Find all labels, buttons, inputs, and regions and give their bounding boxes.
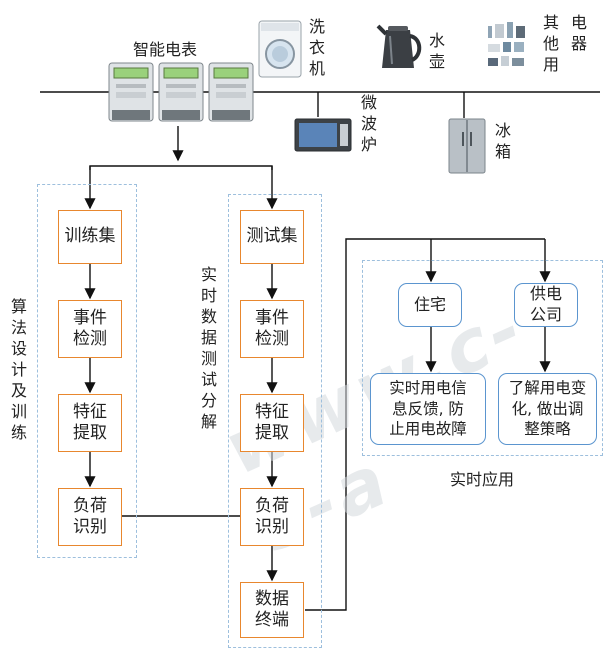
microwave-icon — [294, 118, 352, 152]
company-detail-box: 了解用电变 化, 做出调 整策略 — [498, 373, 597, 445]
kettle-icon — [376, 24, 422, 68]
kettle-label: 水 壶 — [428, 31, 445, 71]
microwave-label: 微 波 炉 — [360, 93, 377, 154]
refrigerator-icon — [448, 118, 486, 174]
washing-machine-icon — [258, 20, 302, 78]
application-group-frame — [362, 260, 603, 456]
meter-icon — [208, 62, 254, 122]
meter-icon — [158, 62, 204, 122]
other-appliances-icon — [488, 22, 525, 66]
residence-box: 住宅 — [398, 283, 462, 327]
left-feature-extraction-box: 特征 提取 — [58, 394, 122, 452]
mid-feature-extraction-box: 特征 提取 — [240, 394, 304, 452]
fridge-label: 冰 箱 — [494, 121, 511, 161]
meter-icon — [108, 62, 154, 122]
mid-event-detection-box: 事件 检测 — [240, 300, 304, 358]
data-terminal-box: 数据 终端 — [240, 582, 304, 638]
others-label: 其 他 用 — [542, 13, 559, 74]
training-group-label: 算 法 设 计 及 训 练 — [10, 297, 27, 442]
mid-load-identification-box: 负荷 识别 — [240, 488, 304, 546]
test-set-box: 测试集 — [240, 210, 304, 264]
residence-detail-box: 实时用电信 息反馈, 防 止用电故障 — [370, 373, 486, 445]
left-event-detection-box: 事件 检测 — [58, 300, 122, 358]
application-caption: 实时应用 — [450, 470, 515, 489]
testing-group-label: 实 时 数 据 测 试 分 解 — [200, 265, 217, 431]
left-load-identification-box: 负荷 识别 — [58, 488, 122, 546]
training-set-box: 训练集 — [58, 210, 122, 264]
others-label-2: 电 器 — [570, 13, 587, 53]
training-group-frame — [37, 184, 137, 558]
smart-meter-label: 智能电表 — [133, 40, 198, 59]
testing-group-frame — [228, 194, 322, 648]
washer-label: 洗 衣 机 — [308, 17, 325, 78]
power-company-box: 供电 公司 — [514, 283, 578, 327]
